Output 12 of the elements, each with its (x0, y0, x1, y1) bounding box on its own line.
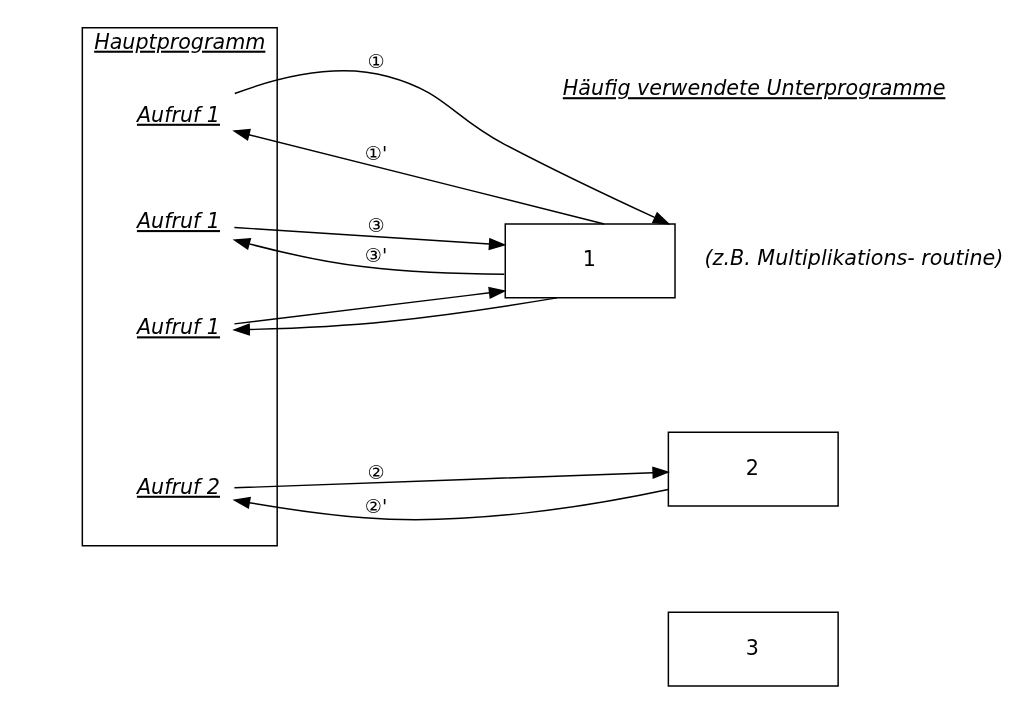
label: Häufig verwendete Unterprogramme (562, 76, 946, 101)
node-text: Aufruf 2 (136, 474, 221, 499)
node-text: Aufruf 1 (136, 209, 221, 234)
edge-label: ③ (367, 214, 385, 238)
node-text: Aufruf 1 (136, 102, 221, 127)
edge-label: ③' (364, 243, 388, 267)
node-text: Aufruf 1 (136, 315, 221, 340)
edge-label: ②' (364, 494, 388, 518)
edge-label: ② (367, 460, 385, 484)
node-label: (z.B. Multiplikations- routine) (704, 245, 1004, 270)
edge-label: ①' (364, 141, 388, 165)
edge-label: ① (367, 50, 385, 74)
